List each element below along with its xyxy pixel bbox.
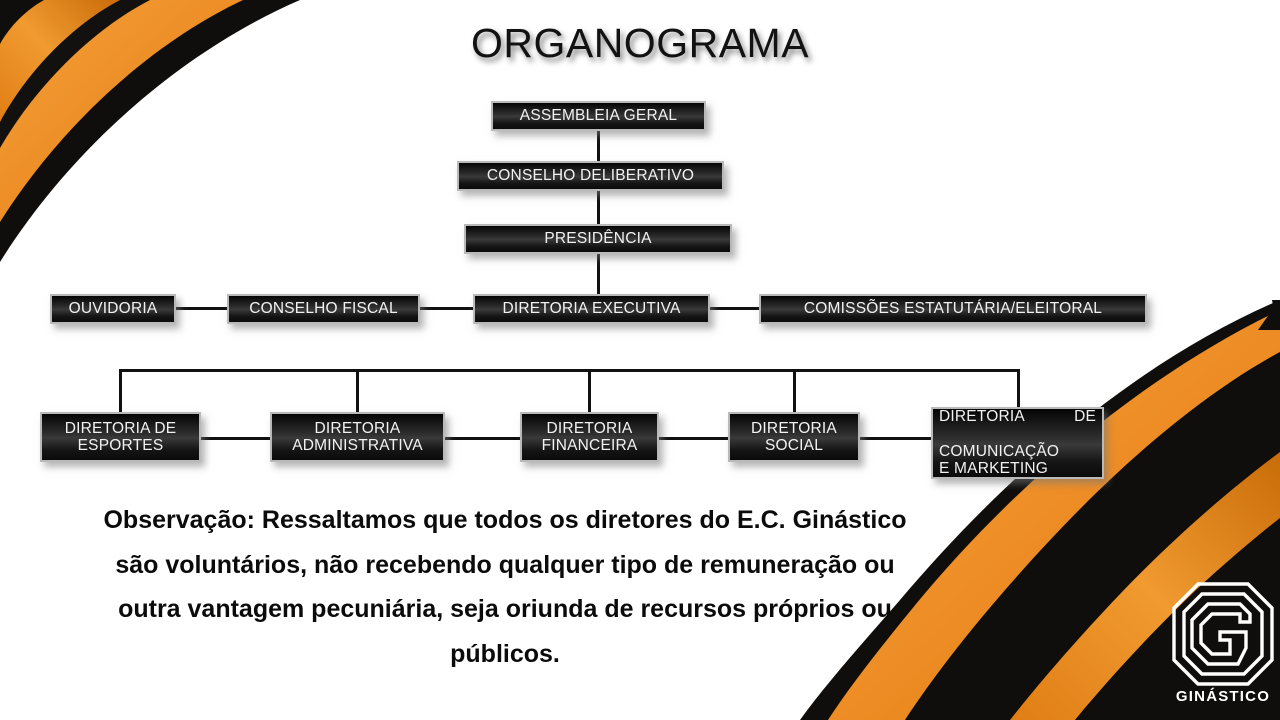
node-diretoria-social-label: DIRETORIA SOCIAL <box>736 420 852 455</box>
connector-drop-financeira <box>588 369 591 414</box>
observation-line-2: são voluntários, não recebendo qualquer … <box>115 550 895 579</box>
node-conselho-fiscal[interactable]: CONSELHO FISCAL <box>227 294 420 324</box>
connector-drop-administrativa <box>356 369 359 414</box>
node-assembleia-geral-label: ASSEMBLEIA GERAL <box>519 107 678 125</box>
node-diretoria-administrativa-line1: DIRETORIA <box>314 419 401 437</box>
connector-administrativa-financeira <box>444 437 522 440</box>
connector-esportes-administrativa <box>200 437 272 440</box>
org-chart: ASSEMBLEIA GERAL CONSELHO DELIBERATIVO P… <box>40 101 1147 479</box>
node-diretoria-comunicacao-line1: DIRETORIA DE <box>939 408 1096 426</box>
node-diretoria-esportes-line1: DIRETORIA DE <box>64 419 177 437</box>
connector-drop-esportes <box>119 369 122 414</box>
node-diretoria-esportes-label: DIRETORIA DE ESPORTES <box>48 420 193 455</box>
observation-line-1: Observação: Ressaltamos que todos os dir… <box>103 506 907 534</box>
node-conselho-deliberativo[interactable]: CONSELHO DELIBERATIVO <box>457 161 724 191</box>
node-diretoria-comunicacao-line2: COMUNICAÇÃO <box>939 443 1060 460</box>
node-diretoria-financeira-line2: FINANCEIRA <box>541 437 638 454</box>
observation-line-4: públicos. <box>450 639 560 668</box>
node-diretoria-social-line1: DIRETORIA <box>751 419 837 437</box>
node-diretoria-administrativa[interactable]: DIRETORIA ADMINISTRATIVA <box>270 412 445 462</box>
node-diretoria-administrativa-label: DIRETORIA ADMINISTRATIVA <box>278 420 437 455</box>
node-comissoes-estatutaria-eleitoral[interactable]: COMISSÕES ESTATUTÁRIA/ELEITORAL <box>759 294 1147 324</box>
node-diretoria-executiva[interactable]: DIRETORIA EXECUTIVA <box>473 294 710 324</box>
connector-conselhofiscal-executiva <box>418 307 474 310</box>
connector-social-comunicacao <box>860 437 934 440</box>
node-assembleia-geral[interactable]: ASSEMBLEIA GERAL <box>491 101 706 131</box>
connector-executiva-comissoes <box>708 307 760 310</box>
node-diretoria-administrativa-line2: ADMINISTRATIVA <box>292 437 423 454</box>
ginastico-wordmark: GINÁSTICO <box>1175 688 1271 705</box>
observation-line-3: outra vantagem pecuniária, seja oriunda … <box>118 595 892 623</box>
node-diretoria-esportes-line2: ESPORTES <box>77 437 164 454</box>
node-comissoes-label: COMISSÕES ESTATUTÁRIA/ELEITORAL <box>803 300 1103 318</box>
node-diretoria-financeira-line1: DIRETORIA <box>546 419 633 437</box>
node-diretoria-esportes[interactable]: DIRETORIA DE ESPORTES <box>40 412 201 462</box>
node-diretoria-comunicacao-line3: E MARKETING <box>939 460 1048 478</box>
node-diretoria-comunicacao-marketing[interactable]: DIRETORIA DE COMUNICAÇÃO E MARKETING <box>931 407 1104 479</box>
node-conselho-deliberativo-label: CONSELHO DELIBERATIVO <box>486 167 695 185</box>
node-diretoria-financeira[interactable]: DIRETORIA FINANCEIRA <box>520 412 659 462</box>
connector-financeira-social <box>659 437 729 440</box>
connector-bus-horizontal <box>119 369 1020 372</box>
node-presidencia[interactable]: PRESIDÊNCIA <box>464 224 732 254</box>
node-diretoria-social-line2: SOCIAL <box>764 437 824 454</box>
connector-drop-social <box>793 369 796 414</box>
connector-ouvidoria-conselhofiscal <box>174 307 230 310</box>
node-diretoria-executiva-label: DIRETORIA EXECUTIVA <box>502 300 681 318</box>
page-title: ORGANOGRAMA <box>470 20 810 66</box>
node-conselho-fiscal-label: CONSELHO FISCAL <box>249 300 398 318</box>
node-ouvidoria-label: OUVIDORIA <box>68 300 158 318</box>
node-diretoria-comunicacao-label: DIRETORIA DE COMUNICAÇÃO E MARKETING <box>939 408 1096 477</box>
node-diretoria-social[interactable]: DIRETORIA SOCIAL <box>728 412 860 462</box>
node-diretoria-financeira-label: DIRETORIA FINANCEIRA <box>528 420 651 455</box>
node-presidencia-label: PRESIDÊNCIA <box>544 230 652 248</box>
observation-text: Observação: Ressaltamos que todos os dir… <box>40 498 970 676</box>
node-ouvidoria[interactable]: OUVIDORIA <box>50 294 176 324</box>
